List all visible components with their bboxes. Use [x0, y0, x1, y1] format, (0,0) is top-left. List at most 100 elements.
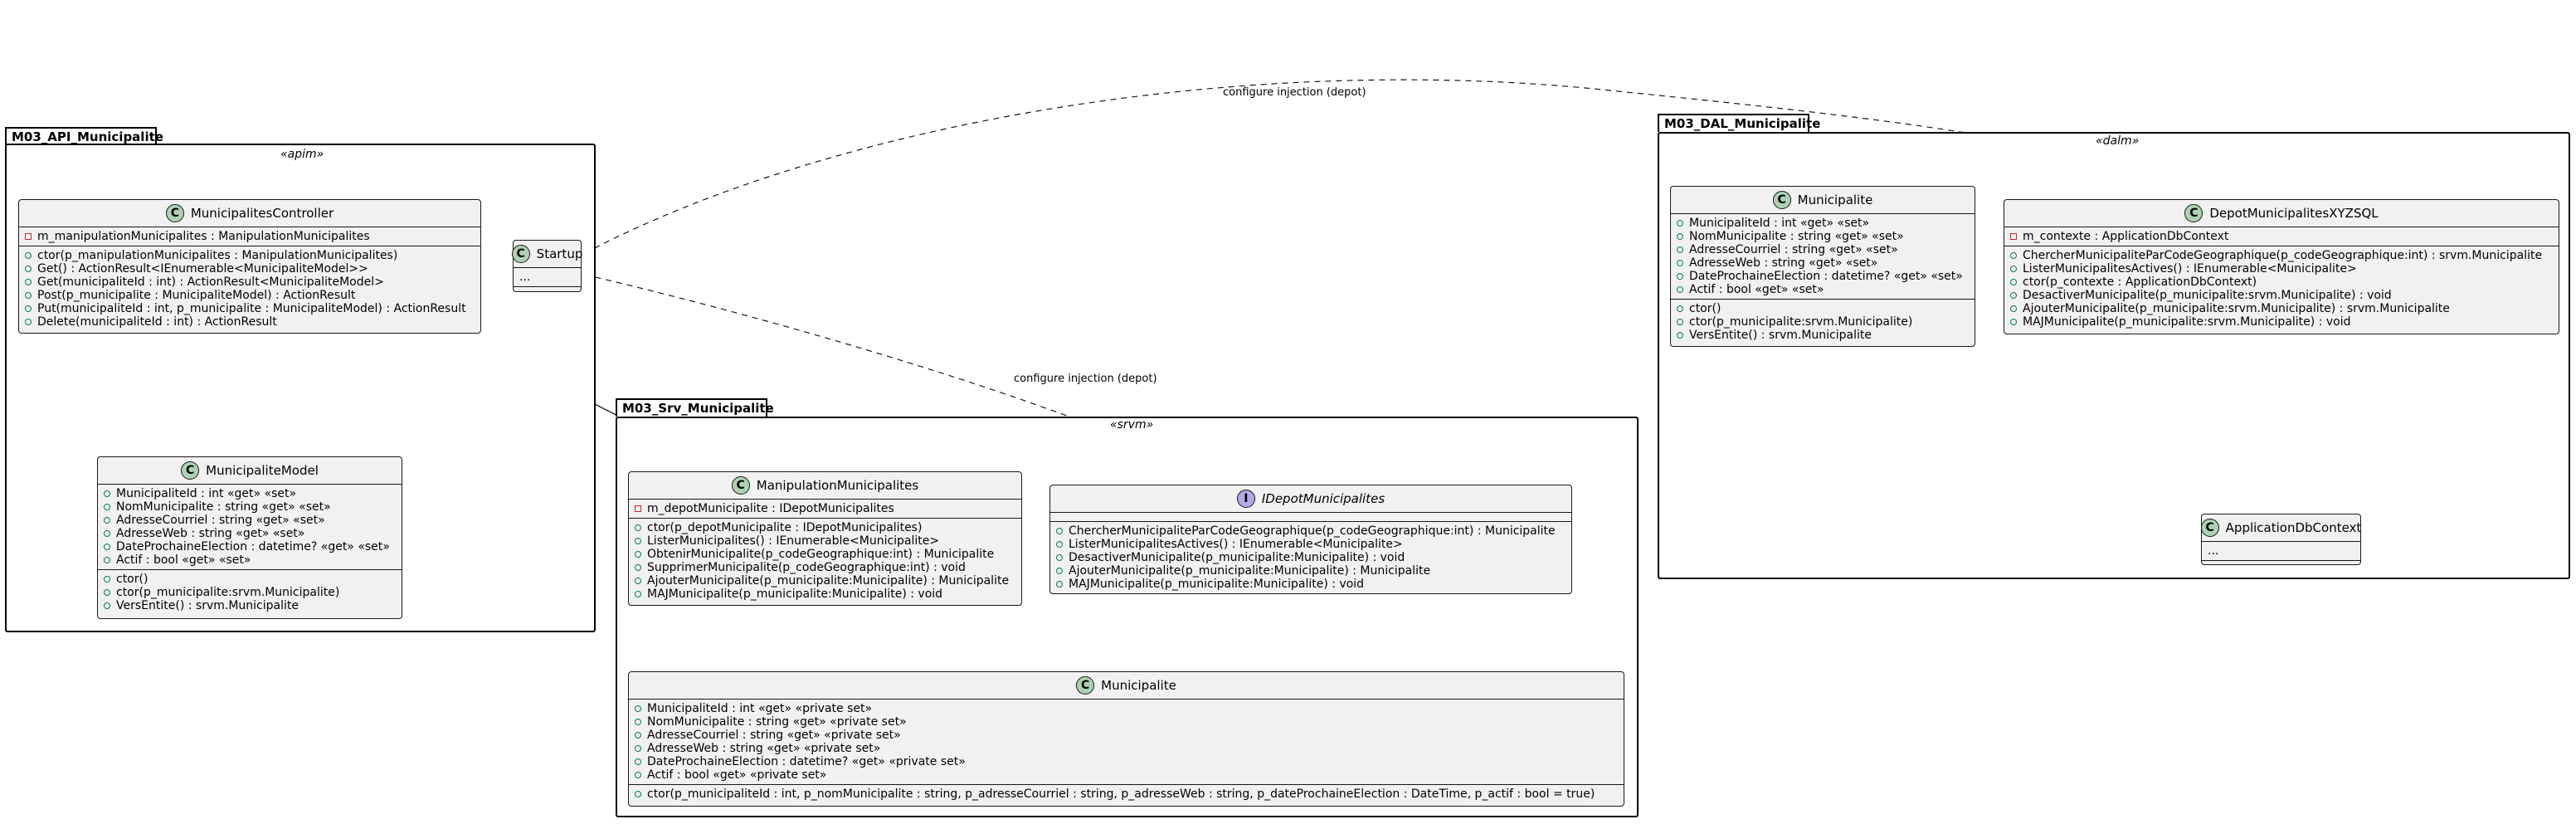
- public-member: AdresseWeb : string «get» «set»: [104, 527, 396, 540]
- public-member: MunicipaliteId : int «get» «set»: [1677, 217, 1969, 230]
- public-visibility-icon: [635, 578, 641, 584]
- member-text: AdresseCourriel : string «get» «set»: [1689, 243, 1898, 256]
- member-text: ctor(): [116, 573, 149, 586]
- member-text: ctor(p_municipalite:srvm.Municipalite): [116, 586, 340, 599]
- public-member: AdresseWeb : string «get» «set»: [1677, 256, 1969, 270]
- package-srv-tab: M03_Srv_Municipalite: [616, 398, 774, 417]
- member-text: Get(municipaliteId : int) : ActionResult…: [37, 275, 384, 289]
- public-visibility-icon: [1677, 332, 1683, 339]
- public-member: Get(municipaliteId : int) : ActionResult…: [25, 275, 475, 289]
- member-text: MAJMunicipalite(p_municipalite:Municipal…: [647, 588, 943, 601]
- member-text: Get() : ActionResult<IEnumerable<Municip…: [37, 262, 368, 275]
- class-name: MunicipalitesController: [190, 206, 334, 221]
- private-member: m_contexte : ApplicationDbContext: [2010, 230, 2553, 243]
- member-text: ListerMunicipalitesActives() : IEnumerab…: [1069, 538, 1403, 551]
- public-member: Get() : ActionResult<IEnumerable<Municip…: [25, 262, 475, 275]
- fields-section: ...: [2202, 542, 2360, 561]
- public-member: DateProchaineElection : datetime? «get» …: [635, 755, 1618, 768]
- public-member: VersEntite() : srvm.Municipalite: [104, 599, 396, 612]
- member-text: AdresseWeb : string «get» «set»: [1689, 256, 1878, 270]
- public-member: ObtenirMunicipalite(p_codeGeographique:i…: [635, 548, 1015, 561]
- public-member: AdresseCourriel : string «get» «set»: [104, 514, 396, 527]
- class-icon: C: [2184, 204, 2203, 222]
- public-visibility-icon: [1677, 220, 1683, 227]
- fields-section: m_manipulationMunicipalites : Manipulati…: [19, 227, 480, 246]
- member-text: Put(municipaliteId : int, p_municipalite…: [37, 302, 466, 315]
- member-text: Post(p_municipalite : MunicipaliteModel)…: [37, 289, 356, 302]
- class-icon: C: [1076, 676, 1095, 695]
- public-visibility-icon: [635, 705, 641, 712]
- public-visibility-icon: [1677, 246, 1683, 253]
- public-visibility-icon: [1677, 233, 1683, 240]
- class-icon: C: [511, 245, 530, 263]
- public-member: SupprimerMunicipalite(p_codeGeographique…: [635, 561, 1015, 574]
- member-text: ListerMunicipalitesActives() : IEnumerab…: [2023, 262, 2357, 275]
- private-visibility-icon: [2010, 233, 2017, 240]
- public-member: Actif : bool «get» «private set»: [635, 768, 1618, 782]
- member-text: ...: [2208, 544, 2219, 558]
- class-name: ApplicationDbContext: [2225, 520, 2362, 535]
- class-name: MunicipaliteModel: [206, 463, 319, 478]
- public-visibility-icon: [635, 791, 641, 797]
- public-member: ChercherMunicipaliteParCodeGeographique(…: [1056, 524, 1566, 538]
- public-visibility-icon: [635, 758, 641, 765]
- public-member: ctor(p_municipalite:srvm.Municipalite): [104, 586, 396, 599]
- public-visibility-icon: [1677, 273, 1683, 280]
- fields-section: MunicipaliteId : int «get» «set»NomMunic…: [98, 485, 402, 570]
- public-visibility-icon: [104, 517, 110, 524]
- public-member: AdresseWeb : string «get» «private set»: [635, 742, 1618, 755]
- public-member: Put(municipaliteId : int, p_municipalite…: [25, 302, 475, 315]
- public-visibility-icon: [104, 576, 110, 583]
- package-api-stereotype: «apim»: [280, 148, 324, 161]
- private-visibility-icon: [25, 233, 32, 240]
- public-visibility-icon: [1056, 581, 1063, 588]
- class-header: C Municipalite: [629, 672, 1624, 700]
- member-text: ChercherMunicipaliteParCodeGeographique(…: [1069, 524, 1556, 538]
- member-text: AdresseWeb : string «get» «private set»: [647, 742, 881, 755]
- public-visibility-icon: [1056, 541, 1063, 548]
- public-visibility-icon: [1677, 319, 1683, 325]
- public-member: ChercherMunicipaliteParCodeGeographique(…: [2010, 249, 2553, 262]
- member-text: m_manipulationMunicipalites : Manipulati…: [37, 230, 370, 243]
- public-visibility-icon: [104, 530, 110, 537]
- public-visibility-icon: [1677, 286, 1683, 293]
- public-visibility-icon: [1056, 568, 1063, 574]
- class-icon: C: [2200, 519, 2219, 537]
- class-name: Municipalite: [1101, 678, 1176, 693]
- member: ...: [2208, 544, 2354, 558]
- public-visibility-icon: [635, 551, 641, 558]
- edge-label-configure-srv: configure injection (depot): [1014, 373, 1157, 385]
- public-visibility-icon: [1056, 554, 1063, 561]
- public-member: MAJMunicipalite(p_municipalite:Municipal…: [635, 588, 1015, 601]
- public-visibility-icon: [104, 504, 110, 510]
- methods-section: [2202, 561, 2360, 569]
- public-member: ListerMunicipalites() : IEnumerable<Muni…: [635, 534, 1015, 548]
- public-member: MAJMunicipalite(p_municipalite:srvm.Muni…: [2010, 315, 2553, 329]
- public-visibility-icon: [104, 557, 110, 563]
- member-text: ctor(p_contexte : ApplicationDbContext): [2023, 275, 2257, 289]
- methods-section: ctor()ctor(p_municipalite:srvm.Municipal…: [1671, 300, 1975, 344]
- member-text: NomMunicipalite : string «get» «set»: [1689, 230, 1904, 243]
- member-text: VersEntite() : srvm.Municipalite: [116, 599, 299, 612]
- member-text: ...: [519, 271, 531, 284]
- methods-section: ctor(p_manipulationMunicipalites : Manip…: [19, 246, 480, 331]
- public-visibility-icon: [2010, 252, 2017, 259]
- public-member: AjouterMunicipalite(p_municipalite:Munic…: [635, 574, 1015, 588]
- public-visibility-icon: [2010, 292, 2017, 299]
- fields-section: ...: [514, 268, 581, 287]
- methods-section: ChercherMunicipaliteParCodeGeographique(…: [2004, 246, 2559, 331]
- public-member: DesactiverMunicipalite(p_municipalite:Mu…: [1056, 551, 1566, 564]
- fields-section: [1050, 513, 1571, 522]
- package-api-tab: M03_API_Municipalite: [5, 127, 163, 145]
- class-name: Municipalite: [1797, 193, 1873, 207]
- private-visibility-icon: [635, 505, 641, 512]
- class-name: ManipulationMunicipalites: [756, 478, 919, 493]
- public-visibility-icon: [25, 266, 32, 272]
